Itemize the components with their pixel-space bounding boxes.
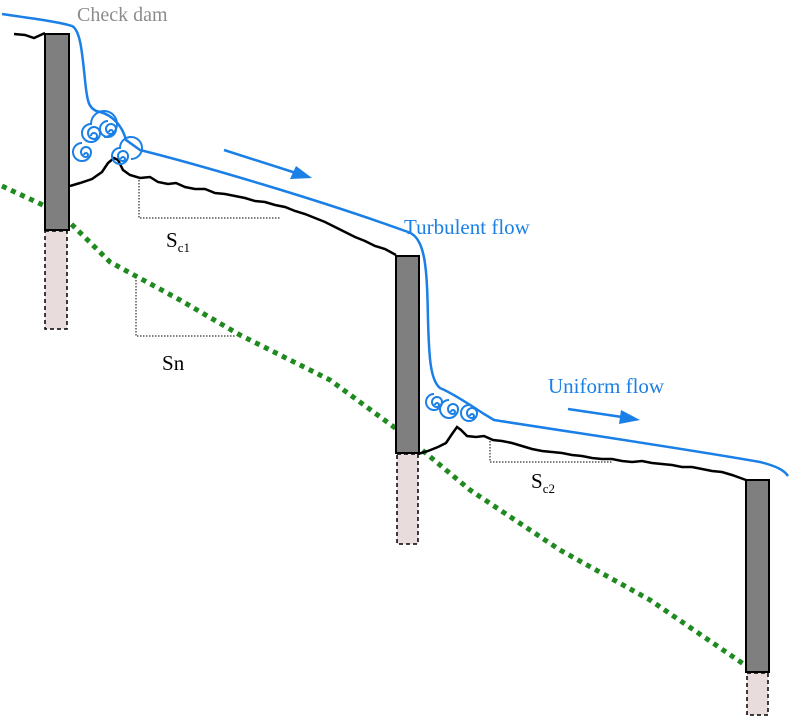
- check-dam-1: [44, 33, 70, 330]
- slope-label-sc2-main: S: [531, 469, 543, 493]
- turbulent-flow-label: Turbulent flow: [404, 215, 531, 239]
- original-slope-line: [0, 183, 747, 668]
- bed-surface-upstream: [13, 31, 46, 40]
- slope-label-sn-sub: n: [174, 351, 185, 375]
- slope-label-sc1-main: S: [166, 228, 178, 252]
- flow-arrow-1: [223, 148, 312, 179]
- slope-label-sc1: Sc1: [166, 228, 190, 255]
- slope-label-sc1-sub: c1: [178, 240, 190, 255]
- slope-label-sc2: Sc2: [531, 469, 555, 496]
- vortex-group-1: [72, 110, 143, 165]
- water-surface-reach-1: [1, 12, 790, 477]
- check-dam-2: [395, 255, 420, 545]
- bed-surface-reach-1: [69, 156, 397, 257]
- check-dam-label: Check dam: [77, 4, 168, 26]
- slope-label-sn: Sn: [162, 351, 185, 375]
- flow-arrow-2: [567, 407, 640, 424]
- check-dam-3: [745, 479, 770, 716]
- slope-guide-sc2: [489, 438, 612, 463]
- bed-surface-reach-2: [417, 425, 747, 482]
- slope-label-sc2-sub: c2: [543, 481, 555, 496]
- slope-guide-sc1: [138, 177, 280, 219]
- slope-guide-sn: [135, 280, 236, 337]
- vortex-group-2: [425, 393, 479, 422]
- uniform-flow-label: Uniform flow: [548, 374, 665, 398]
- slope-label-sn-main: S: [162, 351, 174, 375]
